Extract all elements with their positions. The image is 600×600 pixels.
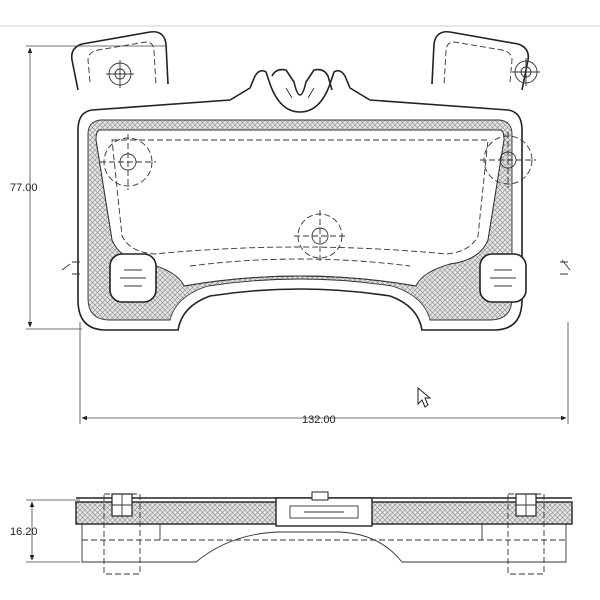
width-dimension-label: 132.00 <box>302 414 336 426</box>
side-left-clip <box>103 493 141 575</box>
pad-front-view <box>61 30 571 331</box>
pad-side-view <box>75 491 573 575</box>
backing-plate <box>77 69 523 331</box>
height-dimension: 77.00 <box>10 45 166 330</box>
thickness-dimension-label: 16.20 <box>10 526 38 538</box>
center-notch <box>271 68 333 96</box>
width-dimension: 132.00 <box>79 322 569 426</box>
left-pad-dimple <box>100 134 156 190</box>
side-friction-block <box>81 524 567 563</box>
right-wear-slot <box>479 253 527 303</box>
right-mounting-ear <box>431 30 530 91</box>
thickness-dimension: 16.20 <box>10 499 80 563</box>
left-ear-bolt <box>106 60 134 88</box>
center-pad-dimple <box>294 210 346 262</box>
mouse-pointer-arrow-icon <box>417 386 432 408</box>
right-pad-dimple <box>480 132 536 188</box>
left-wear-slot <box>109 253 157 303</box>
right-ear-bolt <box>512 58 540 86</box>
side-right-clip <box>507 493 545 575</box>
friction-pad-inner <box>95 129 505 287</box>
height-dimension-label: 77.00 <box>10 182 38 194</box>
left-mounting-ear <box>70 30 169 91</box>
side-center-clip <box>275 491 373 527</box>
